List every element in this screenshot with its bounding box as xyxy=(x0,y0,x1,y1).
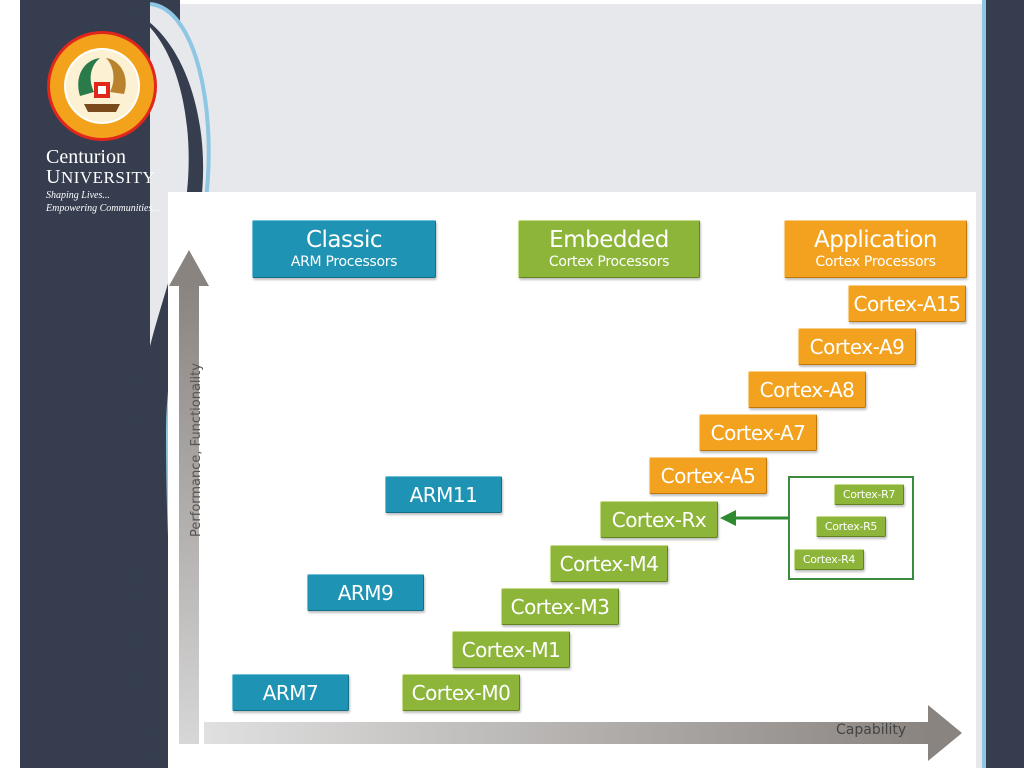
processor-cortex-m3: Cortex-M3 xyxy=(501,588,619,625)
university-word-rest: NIVERSITY xyxy=(60,168,156,187)
category-embedded: Embedded Cortex Processors xyxy=(518,220,700,278)
university-brand: Centurion UNIVERSITY Shaping Lives... Em… xyxy=(46,146,160,215)
processor-cortex-r7: Cortex-R7 xyxy=(834,484,904,505)
university-cap-letter: U xyxy=(46,166,61,188)
x-axis-arrow xyxy=(204,722,930,744)
processor-arm11: ARM11 xyxy=(385,476,502,513)
x-axis-label: Capability xyxy=(836,722,907,738)
processor-cortex-a15: Cortex-A15 xyxy=(848,285,966,322)
axes xyxy=(169,250,962,761)
processor-arm7: ARM7 xyxy=(232,674,349,711)
processor-cortex-a9: Cortex-A9 xyxy=(798,328,916,365)
processor-cortex-r4: Cortex-R4 xyxy=(794,549,864,570)
category-application: Application Cortex Processors xyxy=(784,220,967,278)
category-application-title: Application xyxy=(813,227,938,253)
tagline-line-1: Shaping Lives... xyxy=(46,190,110,201)
processor-cortex-a5: Cortex-A5 xyxy=(649,457,767,494)
x-axis-arrowhead xyxy=(928,705,962,761)
category-embedded-title: Embedded xyxy=(549,227,669,253)
tagline-line-2: Empowering Communities... xyxy=(46,203,160,214)
category-embedded-subtitle: Cortex Processors xyxy=(548,254,670,270)
university-word: UNIVERSITY xyxy=(46,166,160,188)
realtime-connector-arrowhead xyxy=(720,510,736,526)
processor-cortex-rx: Cortex-Rx xyxy=(600,501,718,538)
y-axis-arrowhead xyxy=(169,250,209,286)
processor-cortex-m0: Cortex-M0 xyxy=(402,674,520,711)
arm-processor-diagram: Performance, Functionality Capability Cl… xyxy=(168,192,976,768)
y-axis-arrow xyxy=(179,284,199,744)
right-accent-line xyxy=(982,0,986,768)
processor-cortex-r5: Cortex-R5 xyxy=(816,516,886,537)
processor-arm9: ARM9 xyxy=(307,574,424,611)
right-sidebar-panel xyxy=(986,0,1024,768)
category-classic: Classic ARM Processors xyxy=(252,220,436,278)
processor-cortex-m1: Cortex-M1 xyxy=(452,631,570,668)
university-seal-icon xyxy=(44,30,160,142)
category-classic-title: Classic xyxy=(305,227,383,253)
processor-cortex-a8: Cortex-A8 xyxy=(748,371,866,408)
category-classic-subtitle: ARM Processors xyxy=(290,254,398,270)
processor-cortex-a7: Cortex-A7 xyxy=(699,414,817,451)
processor-cortex-m4: Cortex-M4 xyxy=(550,545,668,582)
category-application-subtitle: Cortex Processors xyxy=(815,254,936,270)
university-name: Centurion xyxy=(46,146,126,168)
